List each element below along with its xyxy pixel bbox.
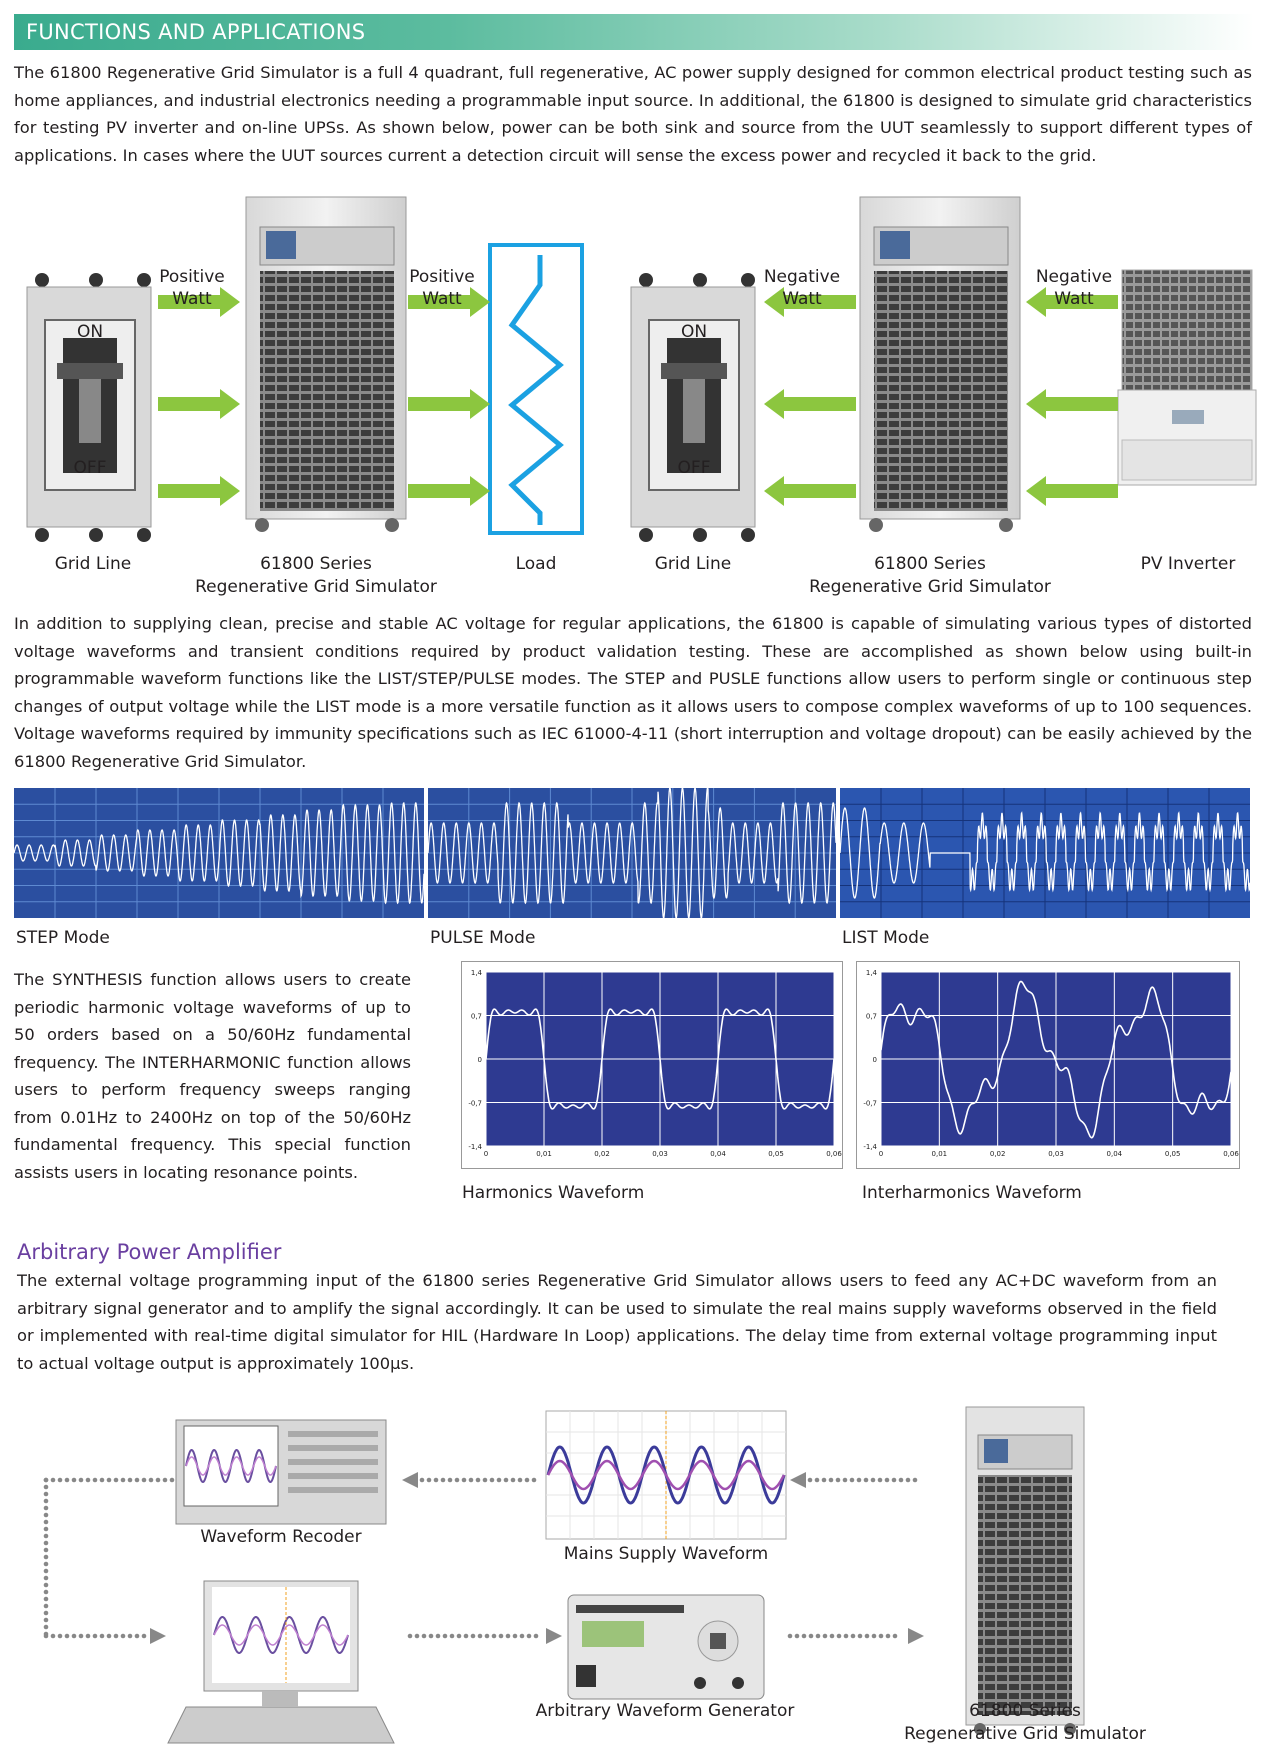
positive-watt-label-2: Positive Watt xyxy=(409,267,475,309)
caption-grid-line-2: Grid Line xyxy=(654,554,732,574)
caption-mains-supply: Mains Supply Waveform xyxy=(563,1544,769,1564)
pulse-mode-waveform xyxy=(428,788,836,918)
x-tick-label: 0,04 xyxy=(710,1150,726,1158)
x-tick-label: 0,06 xyxy=(1223,1150,1239,1158)
amplifier-flow-diagram xyxy=(43,1406,1085,1744)
breaker-switch-2 xyxy=(630,273,756,542)
caption-load: Load xyxy=(515,554,557,574)
negative-watt-arrows xyxy=(764,287,1118,506)
grid-simulator-cabinet-1 xyxy=(245,196,407,532)
waveform-recorder-device xyxy=(175,1419,387,1525)
synthesis-paragraph: The SYNTHESIS function allows users to c… xyxy=(14,970,411,1182)
x-tick-label: 0,05 xyxy=(1165,1150,1181,1158)
caption-simulator-3-line2: Regenerative Grid Simulator xyxy=(904,1724,1146,1744)
apa-paragraph: The external voltage programming input o… xyxy=(17,1271,1217,1373)
harmonics-chart: 0 0,01 0,02 0,03 0,04 0,05 0,06 1,4 0,7 0 -0,7 -1,4 xyxy=(461,961,843,1169)
y-tick-label: 0 xyxy=(873,1056,877,1064)
switch-on-label-2: ON xyxy=(680,322,708,342)
x-tick-label: 0,01 xyxy=(536,1150,552,1158)
apa-title: Arbitrary Power Amplifier xyxy=(17,1240,282,1264)
pv-inverter xyxy=(1117,269,1257,486)
x-tick-label: 0 xyxy=(484,1150,488,1158)
flow-connectors xyxy=(43,1472,924,1644)
caption-simulator-1-line2: Regenerative Grid Simulator xyxy=(195,577,437,597)
harmonics-caption: Harmonics Waveform xyxy=(462,1183,645,1203)
section-title: FUNCTIONS AND APPLICATIONS xyxy=(26,20,366,44)
caption-pv-inverter: PV Inverter xyxy=(1140,554,1236,574)
intro-paragraph: The 61800 Regenerative Grid Simulator is… xyxy=(14,63,1252,165)
switch-on-label-1: ON xyxy=(76,322,104,342)
grid-simulator-cabinet-3 xyxy=(965,1406,1085,1735)
y-tick-label: -0,7 xyxy=(863,1100,877,1108)
y-tick-label: 0,7 xyxy=(471,1013,482,1021)
x-tick-label: 0,02 xyxy=(990,1150,1006,1158)
waveform-line xyxy=(485,1008,835,1110)
y-tick-label: -1,4 xyxy=(863,1143,877,1151)
step-mode-waveform xyxy=(14,788,424,918)
switch-off-label-1: OFF xyxy=(73,458,107,478)
switch-off-label-2: OFF xyxy=(677,458,711,478)
interharmonics-chart: 0 0,01 0,02 0,03 0,04 0,05 0,06 1,4 0,7 0 -0,7 -1,4 xyxy=(856,961,1240,1169)
x-tick-label: 0,03 xyxy=(1048,1150,1064,1158)
list-mode-waveform xyxy=(840,788,1250,918)
caption-simulator-2-line1: 61800 Series xyxy=(874,554,986,574)
x-tick-label: 0,05 xyxy=(768,1150,784,1158)
load-resistor xyxy=(488,243,584,535)
pulse-mode-label: PULSE Mode xyxy=(430,928,536,948)
interharmonics-caption: Interharmonics Waveform xyxy=(862,1183,1082,1203)
caption-awg: Arbitrary Waveform Generator xyxy=(535,1701,795,1721)
negative-watt-label-1: Negative Watt xyxy=(763,267,841,309)
power-flow-diagram xyxy=(26,196,1257,542)
breaker-switch-1 xyxy=(26,273,152,542)
y-tick-label: 0,7 xyxy=(866,1013,877,1021)
caption-simulator-2-line2: Regenerative Grid Simulator xyxy=(809,577,1051,597)
arbitrary-waveform-generator-device xyxy=(567,1594,765,1700)
step-mode-label: STEP Mode xyxy=(16,928,110,948)
y-tick-label: -0,7 xyxy=(468,1100,482,1108)
y-tick-label: 0 xyxy=(478,1056,482,1064)
grid-simulator-cabinet-2 xyxy=(859,196,1021,532)
x-tick-label: 0,06 xyxy=(826,1150,842,1158)
modes-paragraph: In addition to supplying clean, precise … xyxy=(14,614,1252,771)
caption-waveform-recorder: Waveform Recoder xyxy=(200,1527,362,1547)
y-tick-label: 1,4 xyxy=(471,969,483,977)
x-tick-label: 0 xyxy=(879,1150,883,1158)
x-tick-label: 0,04 xyxy=(1107,1150,1123,1158)
caption-grid-line-1: Grid Line xyxy=(54,554,132,574)
x-tick-label: 0,02 xyxy=(594,1150,610,1158)
negative-watt-label-2: Negative Watt xyxy=(1035,267,1113,309)
y-tick-label: 1,4 xyxy=(866,969,878,977)
x-tick-label: 0,01 xyxy=(932,1150,948,1158)
list-mode-label: LIST Mode xyxy=(842,928,930,948)
caption-simulator-3-line1: 61800 Series xyxy=(969,1701,1081,1721)
x-tick-label: 0,03 xyxy=(652,1150,668,1158)
positive-watt-arrows xyxy=(158,287,490,506)
positive-watt-label-1: Positive Watt xyxy=(159,267,225,309)
mains-supply-waveform-plot xyxy=(545,1410,787,1540)
caption-simulator-1-line1: 61800 Series xyxy=(260,554,372,574)
y-tick-label: -1,4 xyxy=(468,1143,482,1151)
computer-monitor xyxy=(167,1580,395,1744)
section-header: FUNCTIONS AND APPLICATIONS xyxy=(14,14,1254,50)
waveform-line xyxy=(880,980,1232,1139)
